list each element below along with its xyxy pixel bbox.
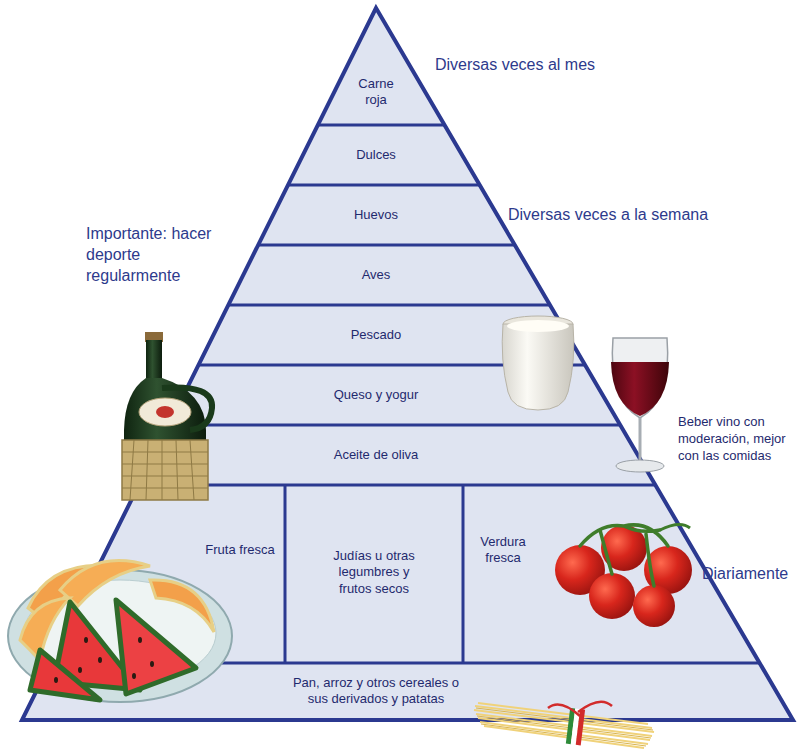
food-band: Carne roja bbox=[348, 76, 404, 109]
food-label: Dulces bbox=[301, 147, 451, 163]
cell-divider bbox=[284, 485, 287, 663]
band-divider bbox=[169, 424, 621, 427]
food-label: Pescado bbox=[301, 327, 451, 343]
frequency-note: Importante: hacer deporte regularmente bbox=[86, 224, 214, 286]
food-band: Dulces bbox=[301, 147, 451, 163]
food-label: Aceite de oliva bbox=[266, 447, 486, 463]
band-divider bbox=[139, 484, 656, 487]
food-label: Judías u otras legumbres y frutos secos bbox=[324, 548, 424, 597]
spaghetti bbox=[474, 702, 654, 748]
food-band: Pescado bbox=[301, 327, 451, 343]
band-divider bbox=[228, 304, 550, 307]
band-divider bbox=[318, 124, 445, 127]
food-label: Carne roja bbox=[348, 76, 404, 109]
yogurt-jar bbox=[502, 316, 574, 410]
food-label: Queso y yogur bbox=[276, 387, 476, 403]
cell-divider bbox=[462, 485, 465, 663]
fruit-plate bbox=[8, 561, 232, 702]
olive-oil-bottle bbox=[122, 332, 212, 500]
food-band: Pan, arroz y otros cereales o sus deriva… bbox=[281, 675, 471, 708]
band-divider bbox=[258, 244, 515, 247]
band-dividers bbox=[50, 125, 759, 663]
pyramid-outline bbox=[22, 8, 793, 720]
food-label: Aves bbox=[301, 267, 451, 283]
food-label: Pan, arroz y otros cereales o sus deriva… bbox=[281, 675, 471, 708]
food-label: Fruta fresca bbox=[204, 542, 276, 558]
frequency-note: Beber vino con moderación, mejor con las… bbox=[678, 414, 796, 465]
tomatoes bbox=[555, 524, 692, 627]
food-band: Aceite de oliva bbox=[266, 447, 486, 463]
wine-glass bbox=[611, 338, 669, 472]
frequency-note: Diversas veces a la semana bbox=[508, 205, 798, 226]
frequency-note: Diariamente bbox=[702, 564, 802, 585]
food-label: Verdura fresca bbox=[467, 534, 539, 567]
food-band: Verdura fresca bbox=[467, 534, 539, 567]
food-band: Fruta fresca bbox=[204, 542, 276, 558]
food-label: Huevos bbox=[301, 207, 451, 223]
food-band: Queso y yogur bbox=[276, 387, 476, 403]
food-band: Huevos bbox=[301, 207, 451, 223]
food-band: Aves bbox=[301, 267, 451, 283]
food-band: Judías u otras legumbres y frutos secos bbox=[324, 548, 424, 597]
band-divider bbox=[288, 184, 480, 187]
frequency-note: Diversas veces al mes bbox=[435, 55, 655, 76]
